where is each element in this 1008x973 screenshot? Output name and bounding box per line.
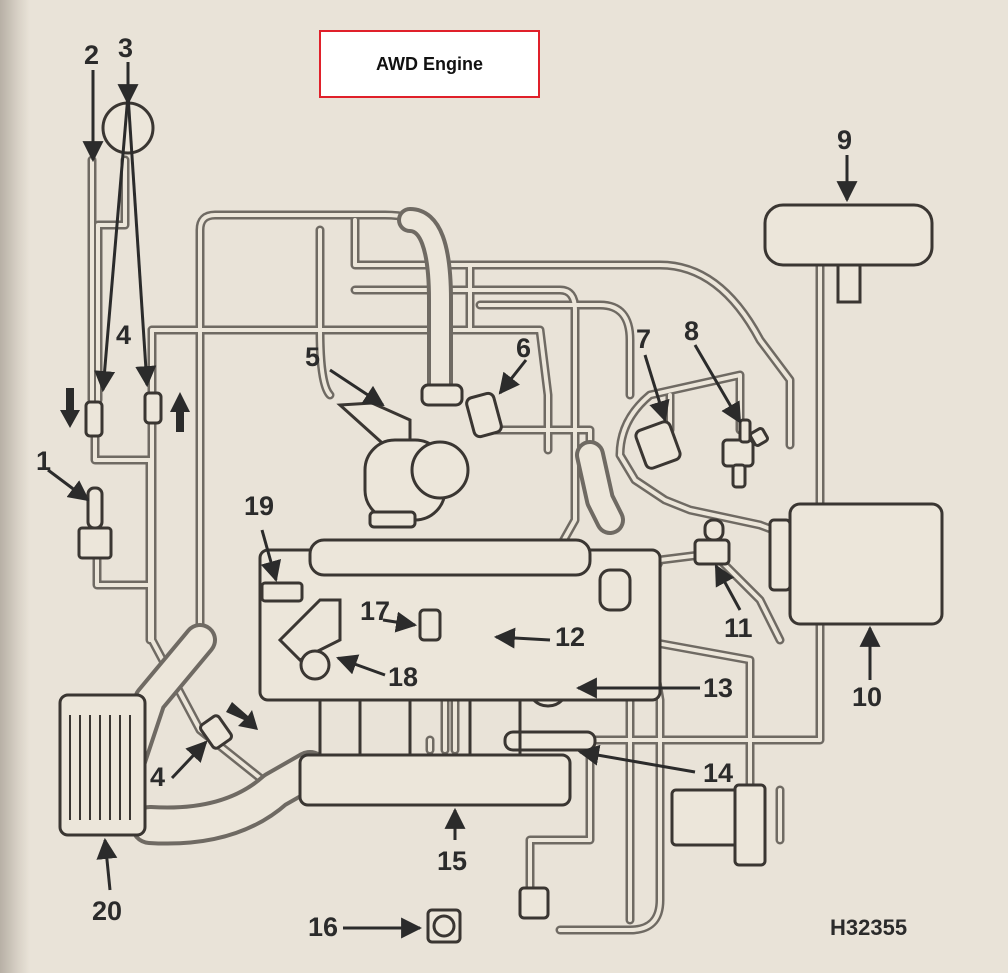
pressure-sensor-11 xyxy=(693,538,731,566)
callout-12: 12 xyxy=(555,622,586,652)
fuel-tank-expansion-9 xyxy=(763,203,934,267)
callout-9: 9 xyxy=(837,125,853,155)
bypass-valve-7 xyxy=(634,420,682,470)
callout-11: 11 xyxy=(724,613,753,643)
callout-6: 6 xyxy=(516,333,532,363)
callout-15: 15 xyxy=(437,846,468,876)
diagram-title: AWD Engine xyxy=(376,53,483,74)
callout-5: 5 xyxy=(305,342,321,372)
components xyxy=(58,101,944,944)
callout-18: 18 xyxy=(388,662,419,692)
check-valve-right xyxy=(143,391,163,425)
callout-19: 19 xyxy=(244,491,275,521)
intake-manifold-15 xyxy=(298,753,572,807)
solenoid-19 xyxy=(260,581,304,603)
callout-4-top: 4 xyxy=(116,320,132,350)
intercooler-20 xyxy=(58,693,147,837)
callout-arrows xyxy=(47,62,881,939)
callout-8: 8 xyxy=(684,316,700,346)
solenoid-1 xyxy=(77,526,113,560)
callout-3: 3 xyxy=(118,33,134,63)
callout-10: 10 xyxy=(852,682,883,712)
check-valve-left xyxy=(84,400,104,438)
solenoid-8 xyxy=(721,438,755,468)
figure-code: H32355 xyxy=(830,915,908,940)
flow-arrows xyxy=(60,388,258,730)
charcoal-canister-10 xyxy=(788,502,944,626)
callout-20: 20 xyxy=(92,896,123,926)
callout-16: 16 xyxy=(308,912,339,942)
callout-17: 17 xyxy=(360,596,391,626)
page-edge-shadow xyxy=(0,0,30,973)
callout-2: 2 xyxy=(84,40,100,70)
callout-13: 13 xyxy=(703,673,734,703)
wastegate-actuator-6 xyxy=(465,391,503,439)
throttle-body-18 xyxy=(277,598,342,662)
callout-1: 1 xyxy=(36,446,52,476)
callout-14: 14 xyxy=(703,758,734,788)
callout-7: 7 xyxy=(636,324,652,354)
title-box: AWD Engine xyxy=(319,30,540,98)
fuel-pressure-regulator-14 xyxy=(503,730,597,752)
sensor-17 xyxy=(418,608,442,642)
callout-4-bottom: 4 xyxy=(150,762,166,792)
check-valve-lower xyxy=(199,714,233,750)
